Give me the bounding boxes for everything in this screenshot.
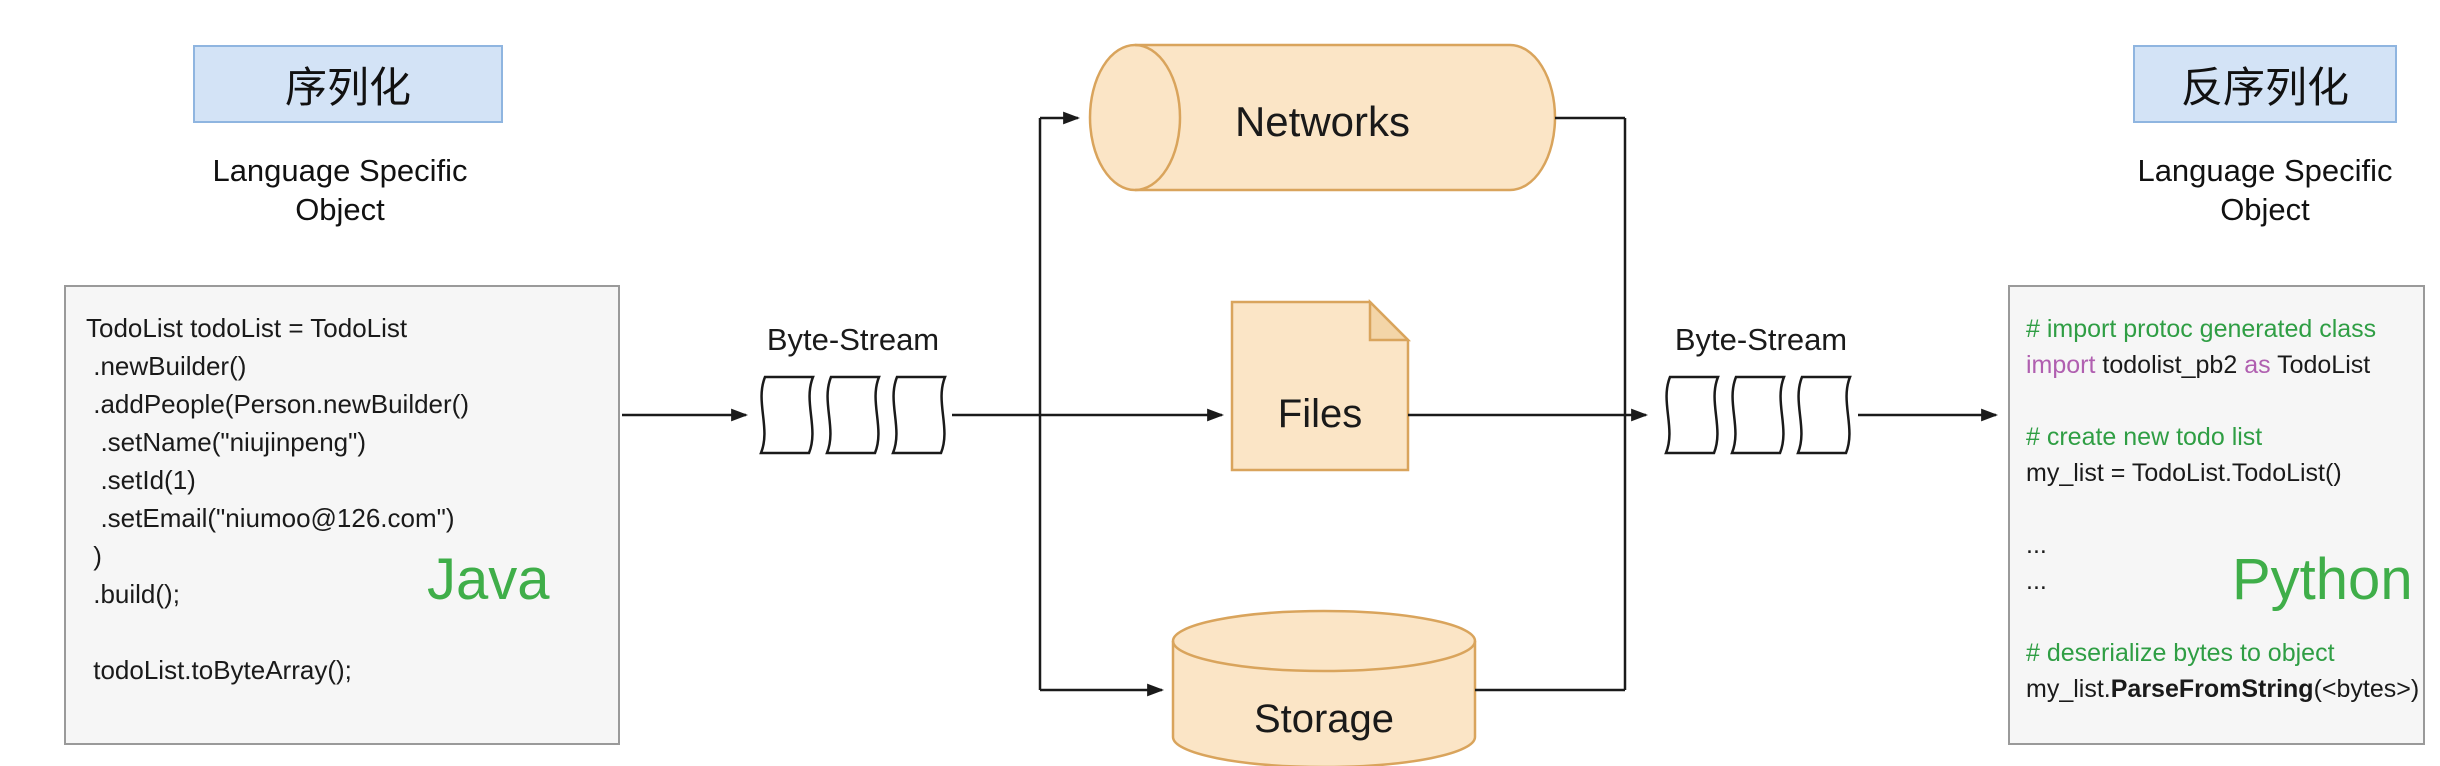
code-line: .setName("niujinpeng") [86, 427, 367, 457]
right-subtitle-line2: Object [2220, 191, 2310, 227]
code-line: my_list = TodoList.TodoList() [2026, 459, 2342, 487]
networks-label: Networks [1234, 98, 1411, 145]
files-label: Files [1277, 392, 1363, 436]
storage-label: Storage [1253, 697, 1395, 741]
code-line [86, 613, 598, 651]
serialize-title-badge: 序列化 [193, 45, 503, 123]
code-line: # deserialize bytes to object [2026, 639, 2335, 667]
code-line [2026, 491, 2407, 527]
left-subtitle-line1: Language Specific [212, 153, 468, 188]
byte-stream-pages-icon [759, 375, 947, 455]
code-line: .build(); [86, 579, 180, 609]
code-line: my_list.ParseFromString(<bytes>) [2026, 675, 2420, 703]
python-language-label: Python [2232, 547, 2413, 612]
code-line: # create new todo list [2026, 423, 2263, 451]
byte-stream-right-label: Byte-Stream [1674, 322, 1848, 357]
networks-cylinder-shape [1088, 43, 1557, 192]
serialize-title: 序列化 [284, 63, 411, 111]
python-code-box: # import protoc generated class import to… [2008, 285, 2425, 745]
deserialize-title-badge: 反序列化 [2133, 45, 2397, 123]
code-line: ... [2026, 567, 2047, 595]
byte-stream-pages-icon [1664, 375, 1852, 455]
code-line: ) [86, 541, 102, 571]
code-line: .addPeople(Person.newBuilder() [86, 389, 469, 419]
byte-stream-left-label: Byte-Stream [766, 322, 940, 357]
code-line: TodoList todoList = TodoList [86, 313, 408, 343]
deserialize-title: 反序列化 [2180, 63, 2349, 111]
left-subtitle: Language Specific Object [140, 152, 540, 230]
code-line: .newBuilder() [86, 351, 247, 381]
files-note-shape [1230, 298, 1412, 472]
code-line: # import protoc generated class [2026, 315, 2377, 343]
code-line: import todolist_pb2 as TodoList [2026, 351, 2371, 379]
java-language-label: Java [427, 547, 550, 612]
right-subtitle: Language Specific Object [2065, 152, 2440, 230]
code-line [2026, 383, 2407, 419]
right-subtitle-line1: Language Specific [2137, 153, 2393, 188]
storage-cylinder-shape [1171, 609, 1477, 766]
java-code-box: TodoList todoList = TodoList .newBuilder… [64, 285, 620, 745]
code-line: todoList.toByteArray(); [86, 655, 352, 685]
flow-connectors [622, 111, 1999, 697]
code-line: ... [2026, 531, 2047, 559]
left-subtitle-line2: Object [295, 191, 385, 227]
code-line: .setId(1) [86, 465, 196, 495]
code-line: .setEmail("niumoo@126.com") [86, 503, 455, 533]
